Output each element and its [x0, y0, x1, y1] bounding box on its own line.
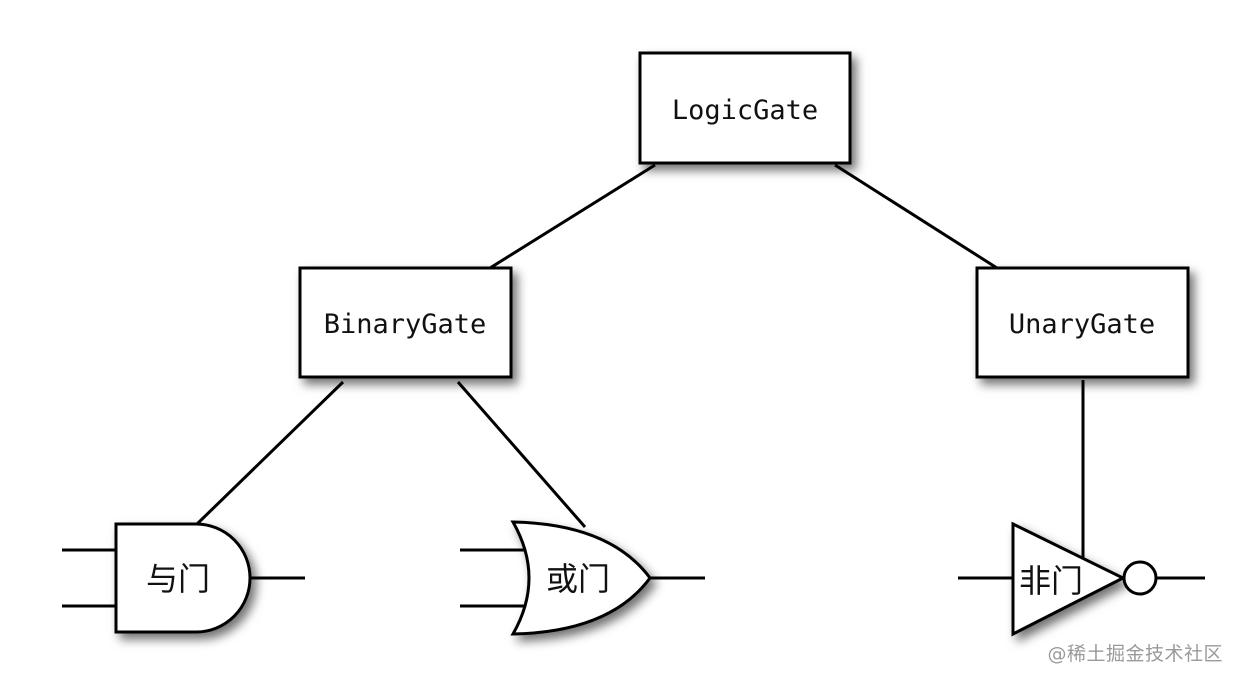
- edge-binarygate-and: [194, 380, 345, 527]
- edge-logicgate-unarygate: [834, 163, 998, 270]
- or-gate: 或门: [460, 520, 705, 636]
- node-logicgate: LogicGate: [638, 51, 852, 165]
- node-logicgate-box: [638, 51, 852, 165]
- edge-binarygate-or: [456, 381, 587, 528]
- watermark: @稀土掘金技术社区: [1047, 643, 1223, 665]
- or-gate-label: 或门: [546, 560, 610, 598]
- node-binarygate-label: BinaryGate: [324, 309, 487, 340]
- not-gate-label: 非门: [1019, 562, 1083, 600]
- node-binarygate: BinaryGate: [298, 266, 513, 379]
- node-binarygate-box: [298, 266, 513, 379]
- node-unarygate-label: UnaryGate: [1009, 309, 1155, 340]
- node-logicgate-label: LogicGate: [672, 95, 818, 126]
- or-gate-icon: [510, 520, 652, 636]
- not-gate: 非门: [958, 521, 1205, 637]
- and-gate-label: 与门: [146, 560, 210, 598]
- and-gate: 与门: [62, 522, 305, 634]
- not-gate-icon: [1011, 521, 1127, 637]
- node-unarygate-box: [975, 266, 1190, 379]
- and-gate-icon: [114, 522, 252, 634]
- node-unarygate: UnaryGate: [975, 266, 1190, 379]
- edge-logicgate-binarygate: [489, 163, 656, 270]
- not-gate-bubble-icon: [1122, 560, 1158, 596]
